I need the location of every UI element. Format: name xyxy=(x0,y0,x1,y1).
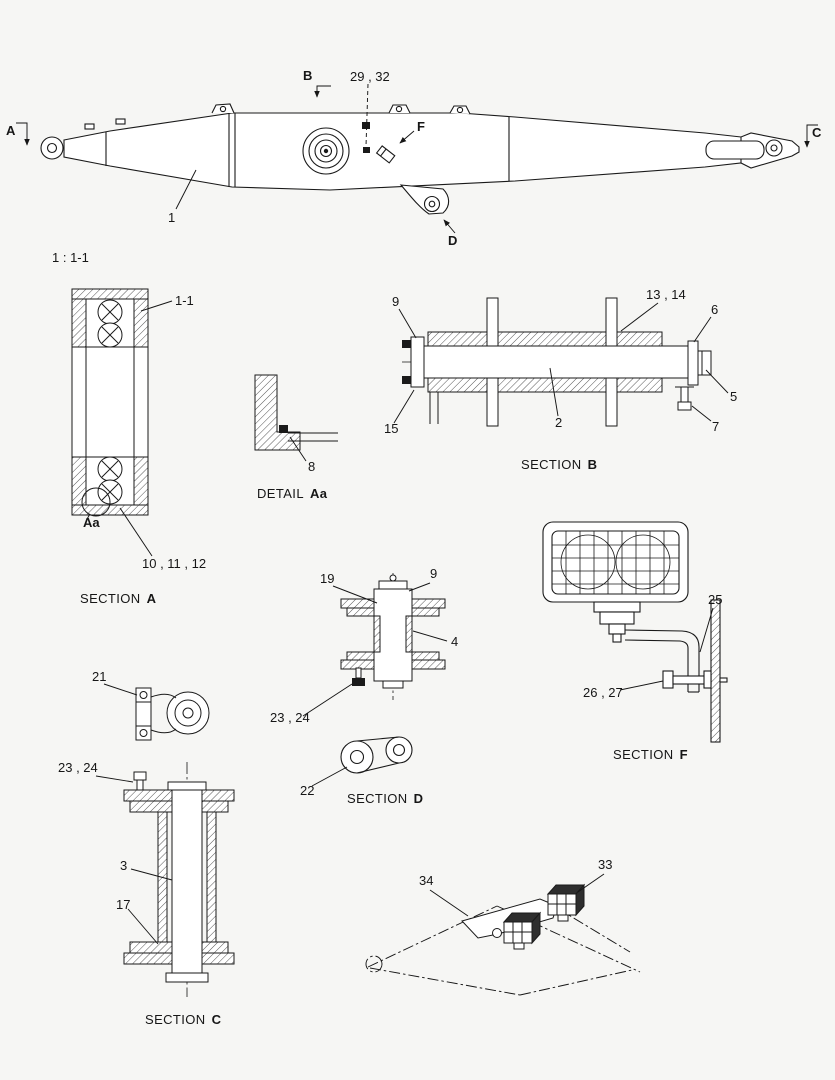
view-label-f: F xyxy=(417,119,425,134)
work-light-33-upper xyxy=(546,883,586,922)
section-f-title-prefix: SECTION xyxy=(613,747,674,762)
section-c-title-prefix: SECTION xyxy=(145,1012,206,1027)
pin-4-bolt xyxy=(352,667,365,686)
section-a-leaders xyxy=(86,300,173,557)
section-c-title-letter: C xyxy=(212,1012,222,1027)
section-b-callout-6: 6 xyxy=(711,302,718,317)
work-lamp-drawing xyxy=(542,521,728,743)
section-c-leaders xyxy=(95,775,173,945)
lamp-bracket-arm xyxy=(624,629,700,692)
section-a-title: SECTION A xyxy=(80,591,157,606)
section-b-left-retainer xyxy=(402,336,425,388)
section-b-title-letter: B xyxy=(588,457,598,472)
boom-bottom-bracket xyxy=(399,184,450,215)
callout-33: 33 xyxy=(598,857,612,872)
section-d-title-prefix: SECTION xyxy=(347,791,408,806)
section-a-drawing xyxy=(71,288,149,517)
boom-outline xyxy=(63,112,800,191)
detail-aa-title-letter: Aa xyxy=(310,486,328,501)
section-a-title-prefix: SECTION xyxy=(80,591,141,606)
section-b-callout-13-14: 13 , 14 xyxy=(646,287,686,302)
view-label-c: C xyxy=(812,125,822,140)
section-f-title-letter: F xyxy=(680,747,688,762)
section-f-leaders xyxy=(619,607,714,691)
section-d-title-letter: D xyxy=(414,791,424,806)
detail-aa-leader-8 xyxy=(289,436,307,462)
scale-note: 1 : 1-1 xyxy=(52,250,89,265)
lamp-bracket-leaders xyxy=(429,873,605,917)
boom-callout-29-32: 29 , 32 xyxy=(350,69,390,84)
section-b-pin xyxy=(423,345,689,379)
section-c-pin xyxy=(171,789,203,983)
work-light-33-lower xyxy=(502,911,542,950)
lamp-bracket-drawing xyxy=(365,883,641,996)
view-label-b: B xyxy=(303,68,312,83)
pin-4-callout-4: 4 xyxy=(451,634,458,649)
section-a-title-letter: A xyxy=(147,591,157,606)
link-22-drawing xyxy=(340,736,413,774)
section-a-rollers xyxy=(97,299,123,505)
section-c-callout-3: 3 xyxy=(120,858,127,873)
section-a-callout-1-1: 1-1 xyxy=(175,293,194,308)
section-a-callout-10-11-12: 10 , 11 , 12 xyxy=(142,556,206,571)
boom-head xyxy=(705,139,783,160)
leader-22 xyxy=(311,766,348,787)
section-f-callout-25: 25 xyxy=(708,592,722,607)
boom-center-hub xyxy=(302,127,350,175)
callout-22: 22 xyxy=(300,783,314,798)
section-b-callout-9: 9 xyxy=(392,294,399,309)
pin-4-callout-19: 19 xyxy=(320,571,334,586)
section-b-callout-5: 5 xyxy=(730,389,737,404)
section-c-drawing xyxy=(123,762,235,997)
pin-4-callout-23-24: 23 , 24 xyxy=(270,710,310,725)
pin-4-callout-9: 9 xyxy=(430,566,437,581)
boom-assembly-drawing xyxy=(40,103,800,215)
section-f-title: SECTION F xyxy=(613,747,688,762)
pin-assembly-4-leaders xyxy=(302,582,448,717)
section-b-callout-15: 15 xyxy=(384,421,398,436)
callout-21: 21 xyxy=(92,669,106,684)
section-c-callout-23-24: 23 , 24 xyxy=(58,760,98,775)
boom-fasteners-29-32 xyxy=(362,122,396,164)
section-c-callout-17: 17 xyxy=(116,897,130,912)
view-label-a: A xyxy=(6,123,16,138)
section-b-callout-7: 7 xyxy=(712,419,719,434)
detail-aa-title: DETAIL Aa xyxy=(257,486,328,501)
section-b-title-prefix: SECTION xyxy=(521,457,582,472)
section-b-title: SECTION B xyxy=(521,457,597,472)
bolt-26-27 xyxy=(662,670,728,689)
section-b-right-retainer xyxy=(675,340,712,411)
section-b-callout-2: 2 xyxy=(555,415,562,430)
section-b-leaders xyxy=(393,302,729,424)
lamp-mount-stem xyxy=(593,601,641,643)
leader-21 xyxy=(103,683,138,696)
callout-34: 34 xyxy=(419,873,433,888)
lamp-lens-frame xyxy=(551,530,680,595)
section-c-bolt-23-24 xyxy=(133,771,147,791)
section-d-title: SECTION D xyxy=(347,791,423,806)
boom-leaders xyxy=(16,83,818,234)
section-f-callout-26-27: 26 , 27 xyxy=(583,685,623,700)
detail-aa-title-prefix: DETAIL xyxy=(257,486,304,501)
section-c-title: SECTION C xyxy=(145,1012,222,1027)
pin-assembly-4-drawing xyxy=(340,573,446,700)
detail-aa-marker-circle xyxy=(81,487,111,517)
view-label-d: D xyxy=(448,233,457,248)
mounting-wall xyxy=(710,599,721,743)
detail-aa-drawing xyxy=(254,374,338,451)
lamp-lens-grid xyxy=(552,531,679,594)
section-a-callout-aa: Aa xyxy=(83,515,100,530)
detail-aa-callout-8: 8 xyxy=(308,459,315,474)
boom-callout-1: 1 xyxy=(168,210,175,225)
boom-top-lugs xyxy=(211,103,471,115)
section-b-drawing xyxy=(402,297,712,427)
bracket-21-drawing xyxy=(135,687,210,741)
